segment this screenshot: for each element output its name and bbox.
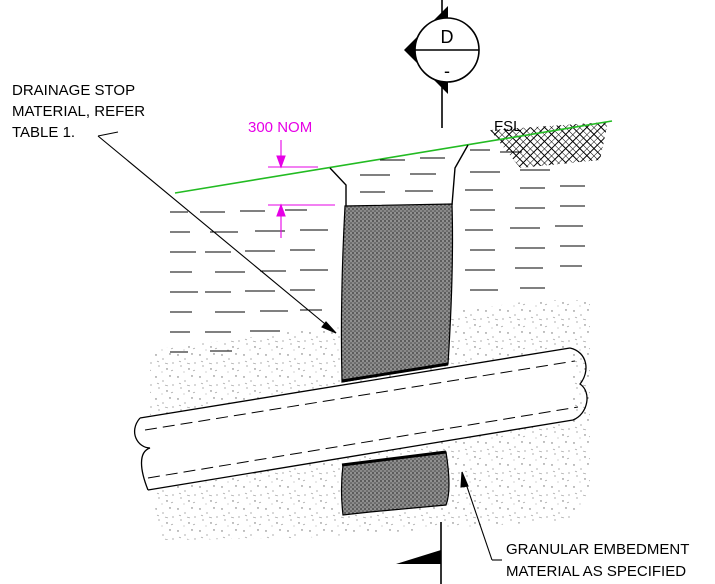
surface-label: FSL	[494, 118, 522, 135]
section-letter: D	[441, 27, 454, 47]
section-sheet: -	[444, 61, 450, 81]
drainage-stop-label-line3: TABLE 1.	[12, 124, 75, 141]
drainage-stop-label-line1: DRAINAGE STOP	[12, 82, 135, 99]
drainage-stop-label-line2: MATERIAL, REFER	[12, 103, 145, 120]
drainage-stop-lower-top	[341, 450, 447, 467]
finished-surface-line	[174, 120, 613, 194]
drainage-stop-lower-block	[340, 451, 450, 516]
drainage-stop-base	[341, 362, 449, 383]
embedment-leader	[460, 471, 502, 561]
dimension-300-nom	[268, 140, 335, 238]
section-arrow-lower	[396, 522, 442, 584]
section-symbol	[404, 0, 480, 128]
embedment-label-line1: GRANULAR EMBEDMENT	[506, 541, 689, 558]
drainage-stop-leader	[97, 131, 337, 334]
pipe	[134, 347, 588, 491]
soil-dash-symbols	[170, 149, 585, 353]
embedment-label-line2: MATERIAL AS SPECIFIED	[506, 563, 686, 580]
trench-walls	[329, 144, 469, 208]
drainage-stop-block	[340, 203, 454, 383]
dimension-label: 300 NOM	[248, 119, 312, 136]
